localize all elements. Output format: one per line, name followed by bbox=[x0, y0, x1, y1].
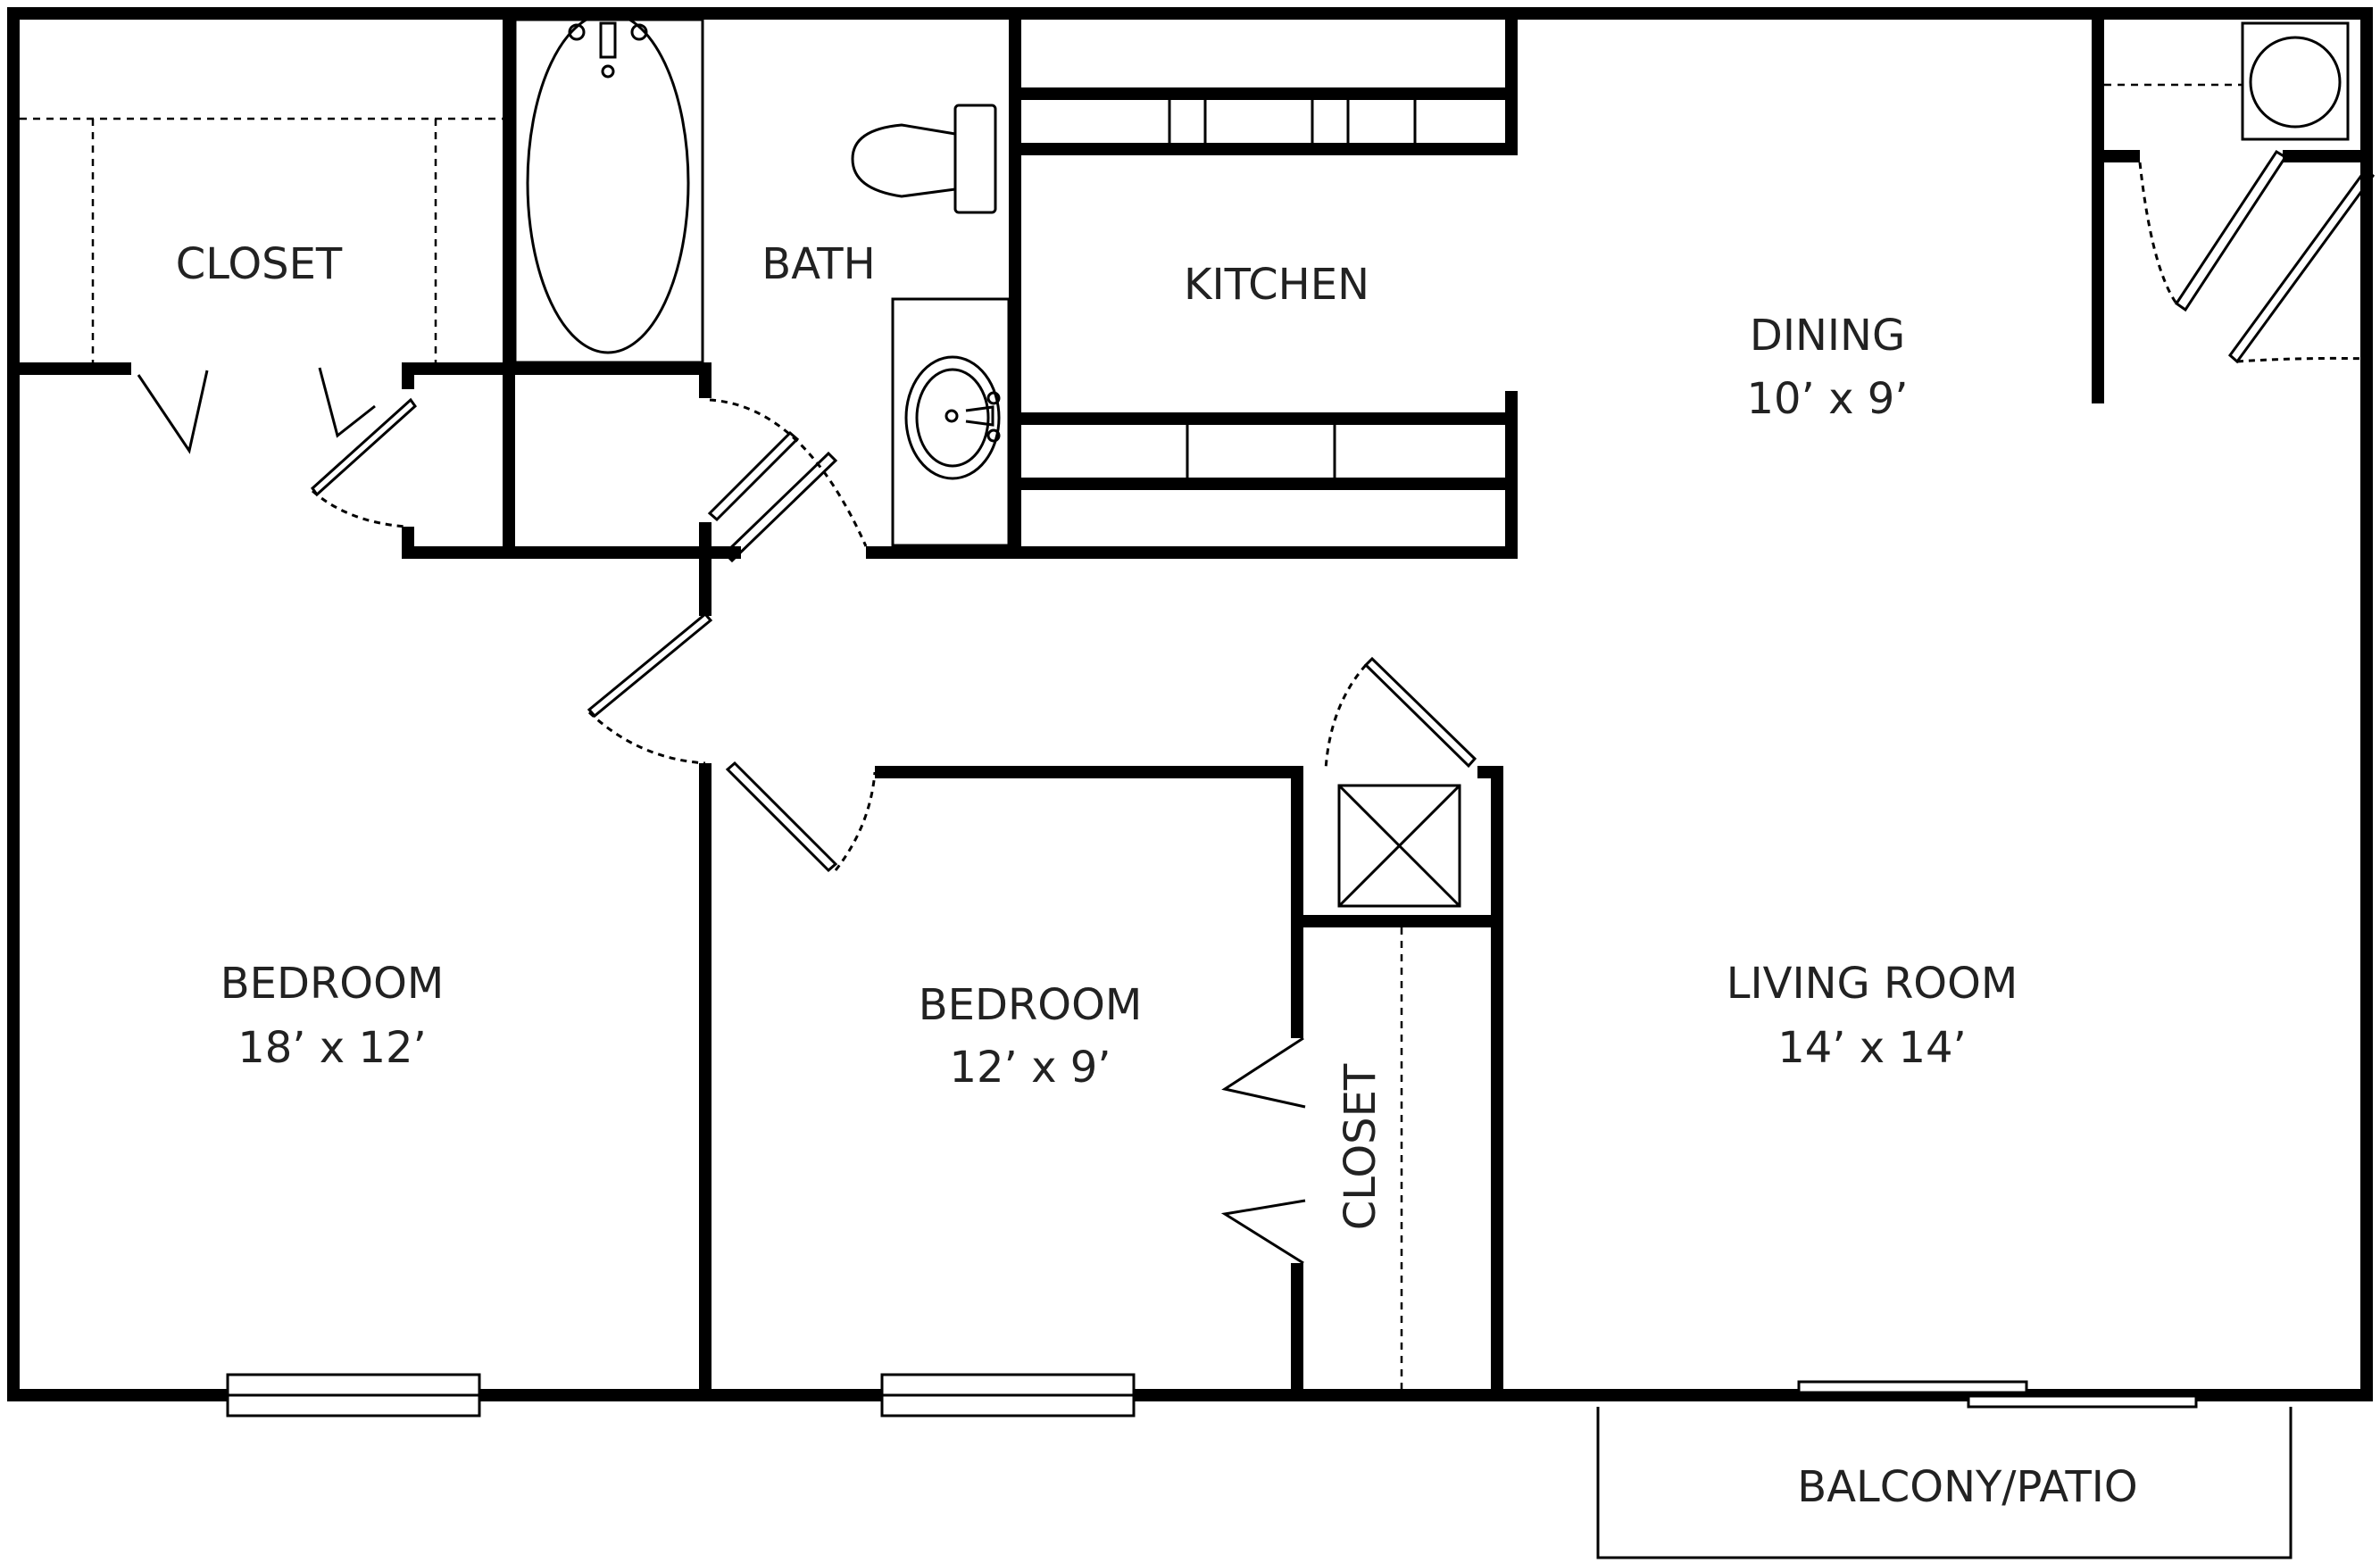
bedroom-1-door[interactable] bbox=[587, 611, 713, 765]
exterior-walls bbox=[7, 7, 2373, 1401]
kitchen-cabinets bbox=[1168, 100, 1417, 478]
balcony-outline bbox=[1596, 1407, 2293, 1559]
dining-size: 10’ x 9’ bbox=[1746, 374, 1908, 424]
toilet bbox=[851, 104, 997, 214]
bedroom-2-size: 12’ x 9’ bbox=[949, 1043, 1111, 1093]
bath-label: BATH bbox=[761, 239, 875, 289]
bedroom-1-label: BEDROOM bbox=[221, 959, 445, 1009]
utility-door[interactable] bbox=[1324, 656, 1477, 770]
washer bbox=[2104, 21, 2350, 141]
bath-door[interactable] bbox=[707, 398, 868, 563]
room-labels: CLOSET BATH KITCHEN DINING 10’ x 9’ BEDR… bbox=[176, 239, 2138, 1512]
bedroom-1-size: 18’ x 12’ bbox=[237, 1023, 427, 1073]
windows bbox=[226, 1373, 2198, 1418]
closet-bifold-door[interactable] bbox=[137, 367, 376, 454]
dining-label: DINING bbox=[1750, 311, 1905, 361]
sink bbox=[891, 297, 1011, 547]
water-heater bbox=[1337, 784, 1461, 908]
kitchen-label: KITCHEN bbox=[1184, 260, 1369, 310]
bedroom-2-door[interactable] bbox=[725, 761, 877, 873]
bedroom-door-upper[interactable] bbox=[311, 397, 417, 528]
closet-2-bifold-door[interactable] bbox=[1220, 1036, 1306, 1265]
closet-2-label: CLOSET bbox=[1336, 1063, 1386, 1230]
living-room-size: 14’ x 14’ bbox=[1777, 1023, 1967, 1073]
balcony-label: BALCONY/PATIO bbox=[1797, 1462, 2137, 1512]
bathtub bbox=[513, 12, 704, 364]
interior-walls bbox=[20, 7, 2373, 1401]
living-room-label: LIVING ROOM bbox=[1727, 959, 2018, 1009]
closet-label: CLOSET bbox=[176, 239, 343, 289]
laundry-door[interactable] bbox=[2138, 149, 2376, 364]
closet-shelf-lines bbox=[20, 117, 503, 362]
bedroom-2-label: BEDROOM bbox=[919, 980, 1143, 1030]
